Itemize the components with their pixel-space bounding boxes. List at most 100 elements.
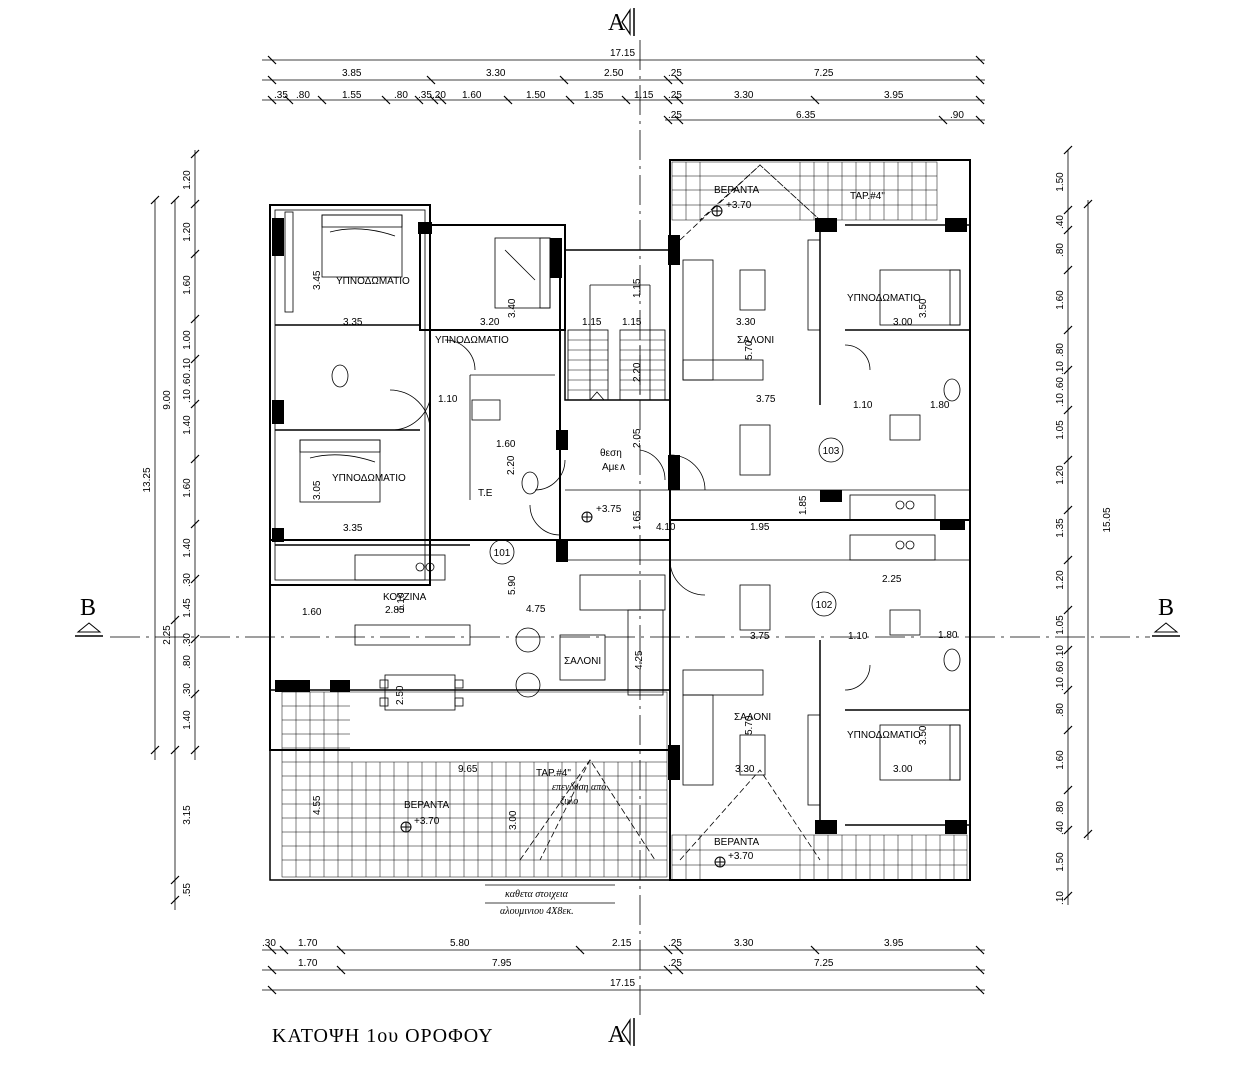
dim-top-r2-8: 1.35 — [584, 90, 604, 101]
dim-liv102-d: 3.75 — [750, 631, 770, 642]
dim-top-r2-4: .35 — [418, 90, 432, 101]
dim-top-r2-6: 1.60 — [462, 90, 482, 101]
dim-right-outer-0: 15.05 — [1102, 507, 1113, 532]
coffee-table-icon — [739, 734, 766, 776]
dim-stair-w1: 1.15 — [582, 317, 602, 328]
dim-bed4-h: 3.50 — [918, 298, 929, 318]
furniture — [284, 211, 961, 806]
unit-number-badges: 101 103 102 — [489, 437, 844, 617]
wardrobe-icon — [807, 714, 821, 806]
room-label-te: Τ.Ε — [478, 488, 493, 499]
tiles-bottom-right-verandah — [671, 834, 968, 881]
unit-number-103: 103 — [823, 446, 840, 457]
dim-left-in-15: 1.40 — [182, 710, 193, 730]
dim-bed1-h: 3.45 — [312, 270, 323, 290]
dim-2-25: 2.25 — [882, 574, 902, 585]
dim-top-r1-2: 2.50 — [604, 68, 624, 79]
dim-right-in-0: 1.50 — [1055, 172, 1066, 192]
level-markers — [400, 205, 726, 868]
dim-left-in-0: 1.20 — [182, 170, 193, 190]
section-label-a-bottom: A — [608, 1022, 626, 1048]
roof-label-top: ΤΑΡ.#4" — [850, 191, 885, 202]
door-swings — [389, 339, 871, 691]
section-marker-b-right: B — [1152, 595, 1180, 637]
dim-right-in-1: .40 — [1055, 215, 1066, 229]
dim-dining101-h: 2.50 — [395, 685, 406, 705]
dim-right-in-5: .10 — [1055, 361, 1066, 375]
section-label-b-left: B — [80, 595, 96, 621]
level-landing: +3.75 — [596, 504, 622, 515]
note-aluminium-2: αλουμινιου 4Χ8εκ. — [500, 906, 574, 917]
dim-2-20: 2.20 — [506, 455, 517, 475]
unit-number-101: 101 — [494, 548, 511, 559]
level-verandah-bottom-right: +3.70 — [728, 851, 754, 862]
dim-right-in-16: .80 — [1055, 703, 1066, 717]
drawing-notes: επενδυση απο ξυλο καθετα στοιχεια αλουμι… — [485, 782, 615, 917]
dim-right-in-3: 1.60 — [1055, 290, 1066, 310]
toilet-icon — [943, 378, 961, 402]
dim-bed3-w: 3.35 — [343, 523, 363, 534]
dim-bot-r2-0: 1.70 — [298, 958, 318, 969]
section-label-b-right: B — [1158, 595, 1174, 621]
dim-corridor2-h: 2.05 — [632, 428, 643, 448]
dim-top-r2-12: 3.95 — [884, 90, 904, 101]
dim-right-in-6: .60 — [1055, 377, 1066, 391]
room-label-bedroom-4: ΥΠΝΟΔΩΜΑΤΙΟ — [847, 293, 921, 304]
dim-left-in-12: .30 — [182, 633, 193, 647]
dim-living101-w: 4.75 — [526, 604, 546, 615]
bottom-dimension-chains: .30 1.70 5.80 2.15 .25 3.30 3.95 1.70 7.… — [262, 938, 985, 995]
dim-kitchen-right-h: 1.85 — [798, 495, 809, 515]
dim-top-r2-3: .80 — [394, 90, 408, 101]
sink-icon — [889, 414, 921, 441]
dim-bot-r1-5: 3.30 — [734, 938, 754, 949]
dim-bed2-h: 3.40 — [507, 298, 518, 318]
stool-icon — [515, 627, 541, 653]
tiles-bottom-left-verandah — [281, 691, 668, 878]
dim-bot-total: 17.15 — [610, 978, 635, 989]
bed-icon — [879, 724, 961, 781]
sofa-icon — [682, 669, 764, 696]
roof-slope-lines — [519, 164, 821, 861]
dim-kitchen-right-w: 1.95 — [750, 522, 770, 533]
room-labels: ΥΠΝΟΔΩΜΑΤΙΟ ΥΠΝΟΔΩΜΑΤΙΟ ΥΠΝΟΔΩΜΑΤΙΟ ΥΠΝΟ… — [332, 185, 921, 848]
dim-bed4-w: 3.00 — [893, 317, 913, 328]
dim-liv103-h: 5.70 — [744, 340, 755, 360]
note-wood-cladding-2: ξυλο — [560, 796, 578, 807]
room-label-storage-2: Αμε∧ — [602, 462, 626, 473]
dim-left-in-4: .10 — [182, 358, 193, 372]
dim-1-10-c: 1.10 — [848, 631, 868, 642]
wardrobe-icon — [284, 211, 294, 313]
note-aluminium-1: καθετα στοιχεια — [505, 889, 569, 900]
dim-liv103-w: 3.30 — [736, 317, 756, 328]
dining-table-icon — [739, 424, 771, 476]
note-wood-cladding-1: επενδυση απο — [552, 782, 606, 793]
dim-right-in-2: .80 — [1055, 243, 1066, 257]
dim-right-in-15: .10 — [1055, 677, 1066, 691]
dim-top-r1-1: 3.30 — [486, 68, 506, 79]
dim-liv102-h: 5.70 — [744, 715, 755, 735]
room-label-verandah-bottom-right: ΒΕΡΑΝΤΑ — [714, 837, 760, 848]
dim-left-in-13: .80 — [182, 655, 193, 669]
dim-top-r2-9: 1.15 — [634, 90, 654, 101]
dim-left-in-2: 1.60 — [182, 275, 193, 295]
section-marker-a-top: A — [608, 8, 635, 36]
room-label-bedroom-2: ΥΠΝΟΔΩΜΑΤΙΟ — [435, 335, 509, 346]
dim-top-r2-0: .35 — [274, 90, 288, 101]
kitchen-counter-icon — [849, 534, 936, 561]
unit-number-102: 102 — [816, 600, 833, 611]
wardrobe-icon — [807, 239, 821, 331]
dim-wc2-w: 1.80 — [930, 400, 950, 411]
coffee-table-icon — [559, 634, 606, 681]
room-label-bedroom-1: ΥΠΝΟΔΩΜΑΤΙΟ — [336, 276, 410, 287]
dim-bot-r1-6: 3.95 — [884, 938, 904, 949]
dim-bot-r1-4: .25 — [668, 938, 682, 949]
sofa-icon — [682, 694, 714, 786]
dim-right-in-19: .40 — [1055, 821, 1066, 835]
dim-top-r2-2: 1.55 — [342, 90, 362, 101]
drawing-title: ΚΑΤΟΨΗ 1ου ΟΡΟΦΟΥ — [272, 1025, 494, 1047]
dim-top-r2-11: 3.30 — [734, 90, 754, 101]
dim-top-r3-2: .90 — [950, 110, 964, 121]
dim-top-r1-0: 3.85 — [342, 68, 362, 79]
dim-living101-h: 5.90 — [507, 575, 518, 595]
dim-bot-r1-3: 2.15 — [612, 938, 632, 949]
